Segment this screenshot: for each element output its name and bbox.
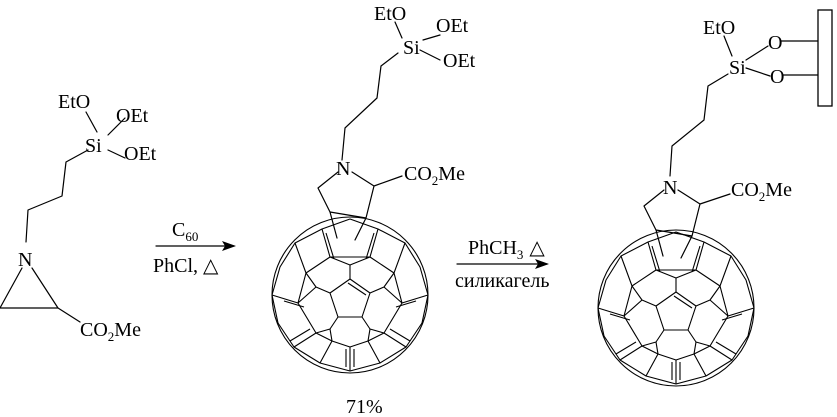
intermediate-etoxy-right-1: OEt xyxy=(436,15,469,37)
heat-symbol-2: △ xyxy=(529,237,545,259)
reaction-arrow-1: C60 PhCl, △ xyxy=(153,219,236,277)
reaction-arrow-2: PhCH3△ силикагель xyxy=(455,237,549,292)
reactant-ester-label: CO2Me xyxy=(80,319,141,344)
reactant-structure: EtO OEt OEt Si N CO2Me xyxy=(0,91,157,344)
product-fullerene-cage xyxy=(597,229,755,387)
intermediate-silicon-label: Si xyxy=(403,37,420,59)
product-nitrogen-label: N xyxy=(663,177,677,199)
intermediate-yield-label: 71% xyxy=(346,396,383,417)
arrow2-reagent-label: PhCH3△ xyxy=(468,237,545,262)
reactant-etoxy-top: EtO xyxy=(58,91,90,113)
intermediate-structure: EtO OEt OEt Si N CO2Me 71% xyxy=(271,3,476,417)
arrowhead-2 xyxy=(535,259,549,269)
silica-surface xyxy=(817,9,833,107)
product-structure: EtO O O Si N CO2Me xyxy=(597,9,833,387)
arrowhead-1 xyxy=(222,241,236,251)
product-oxygen-2: O xyxy=(770,66,784,88)
intermediate-nitrogen-label: N xyxy=(336,158,350,180)
reactant-etoxy-right-1: OEt xyxy=(116,105,149,127)
intermediate-ester-label: CO2Me xyxy=(404,163,465,188)
product-etoxy-top: EtO xyxy=(703,17,735,39)
product-ester-label: CO2Me xyxy=(731,179,792,204)
arrow2-conditions-label: силикагель xyxy=(455,270,549,292)
reactant-nitrogen-label: N xyxy=(18,249,32,271)
intermediate-etoxy-right-2: OEt xyxy=(443,50,476,72)
reactant-etoxy-right-2: OEt xyxy=(124,143,157,165)
intermediate-fullerene-cage xyxy=(271,216,429,374)
intermediate-etoxy-top: EtO xyxy=(374,3,406,25)
heat-symbol-1: △ xyxy=(203,255,219,277)
reactant-silicon-label: Si xyxy=(85,135,102,157)
product-oxygen-1: O xyxy=(768,32,782,54)
product-silicon-label: Si xyxy=(729,57,746,79)
arrow1-conditions-label: PhCl, △ xyxy=(153,255,219,277)
arrow1-reagent-label: C60 xyxy=(172,219,198,244)
